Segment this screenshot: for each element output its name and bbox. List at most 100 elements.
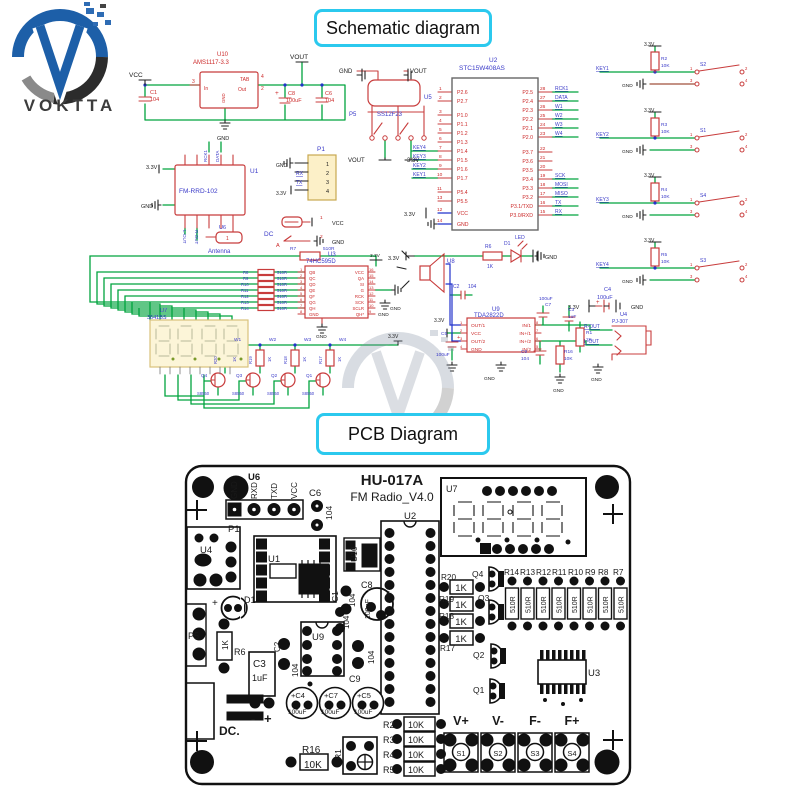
schematic-label: GND	[378, 312, 389, 318]
pcb-label: U7	[446, 484, 458, 494]
schematic-label: GND	[545, 255, 557, 261]
schematic-label: GND	[316, 334, 327, 340]
schematic-label: GND	[339, 69, 353, 75]
schematic-label: 100uF	[597, 295, 613, 301]
schematic-label: 4	[745, 144, 748, 149]
pcb-u7-display	[440, 477, 587, 557]
schematic-label: W2	[269, 337, 277, 343]
pcb-label: R19	[439, 595, 454, 604]
pcb-label: 100uF	[365, 599, 372, 619]
pcb-label: +C7	[324, 691, 338, 700]
schematic-label: Q2	[271, 373, 278, 378]
schematic-label: SI	[360, 282, 364, 287]
schematic-label: C2	[453, 284, 460, 290]
pcb-label: R9	[585, 568, 596, 577]
schematic-label: 2K	[586, 337, 593, 343]
schematic-label: 3.3V	[388, 256, 400, 262]
schematic-label: U2	[489, 57, 498, 64]
schematic-label: 3	[439, 109, 442, 115]
schematic-label: W1	[555, 104, 563, 110]
schematic-label: RCK	[355, 294, 364, 299]
schematic-label: DATA	[215, 151, 220, 162]
pcb-label: C9	[349, 674, 361, 684]
schematic-label: VCC	[129, 72, 143, 79]
schematic-label: 19	[540, 173, 546, 179]
schematic-label: GND	[332, 240, 344, 246]
pcb-label: S3	[530, 749, 539, 758]
resistor-r6	[482, 251, 503, 261]
pcb-label: R20	[441, 573, 456, 582]
schematic-label: P1.1	[457, 122, 468, 128]
pcb-label: 10K	[408, 750, 424, 760]
pcb-label: 100uF	[354, 709, 372, 716]
display-dp-dots	[171, 357, 243, 361]
schematic-label: R7	[290, 246, 296, 252]
resistor-r7	[299, 251, 321, 261]
schematic-label: DC	[264, 231, 274, 238]
schematic-label: 9	[369, 309, 372, 314]
schematic-label: 1	[320, 215, 323, 221]
schematic-label: 3	[460, 336, 463, 341]
pcb-510r-bank	[504, 576, 628, 631]
schematic-label: 1K	[487, 264, 494, 270]
schematic-label: 104	[521, 356, 529, 362]
schematic-label: 3.3V	[568, 305, 580, 311]
schematic-label: P5	[349, 112, 357, 118]
junction-dots	[143, 70, 657, 347]
schematic-label: TAB	[240, 77, 250, 83]
schematic-label: 2	[261, 86, 264, 92]
schematic-label: OUT/1	[471, 323, 485, 329]
pcb-u3-soic	[537, 650, 587, 706]
schematic-label: R17	[318, 356, 323, 364]
schematic-label: 100uF	[436, 352, 450, 358]
schematic-label: SCK	[355, 300, 364, 305]
schematic-label: KEY4	[413, 145, 426, 151]
schematic-diagram	[89, 45, 745, 409]
schematic-label: C3	[568, 307, 574, 313]
schematic-label: KEY3	[596, 197, 609, 203]
display-u7	[149, 319, 249, 368]
schematic-label: 100uF	[539, 296, 553, 302]
schematic-label: 28	[540, 86, 546, 92]
schematic-label: R13	[241, 300, 249, 305]
schematic-label: 14	[437, 218, 443, 224]
schematic-label: 1K	[267, 357, 272, 362]
schematic-label: SCLR	[353, 306, 364, 311]
power-symbols	[138, 45, 662, 346]
schematic-label: TX	[296, 180, 303, 186]
schematic-label: W1	[234, 337, 242, 343]
schematic-label: 16	[369, 267, 374, 272]
schematic-label: 1	[326, 162, 329, 168]
schematic-label: 3.3V	[388, 334, 399, 340]
pcb-cap104-a	[335, 607, 345, 633]
schematic-label: 7	[536, 328, 539, 333]
pcb-label: C6	[309, 488, 321, 499]
schematic-label: R6	[485, 244, 492, 250]
pcb-label: R1	[333, 749, 343, 760]
schematic-label: 1K	[232, 357, 237, 362]
pcb-buttons	[443, 732, 590, 773]
schematic-title-text: Schematic diagram	[325, 17, 481, 38]
schematic-label: S4	[700, 193, 706, 199]
mounting-holes	[190, 475, 620, 775]
schematic-label: U8	[447, 259, 455, 265]
schematic-label: P3.3	[522, 186, 533, 192]
schematic-label: 3.3V	[276, 191, 287, 197]
schematic-label: S2	[700, 62, 706, 68]
schematic-label: 9	[439, 163, 442, 169]
schematic-label: 4	[745, 209, 748, 214]
schematic-label: KEY2	[596, 132, 609, 138]
pcb-label: Q3	[478, 593, 490, 603]
schematic-label: 100uF	[286, 98, 302, 104]
pcb-label: 100uF	[288, 709, 306, 716]
schematic-label: QH*	[356, 312, 364, 317]
schematic-label: P2.6	[457, 90, 468, 96]
pcb-label: 1uF	[252, 673, 268, 683]
schematic-label: C5	[441, 331, 447, 337]
schematic-label: P3.2	[522, 195, 533, 201]
schematic-label: 3	[690, 78, 693, 83]
schematic-label: 5	[300, 291, 303, 296]
schematic-label: Q4	[201, 373, 208, 378]
schematic-label: 2	[300, 273, 303, 278]
